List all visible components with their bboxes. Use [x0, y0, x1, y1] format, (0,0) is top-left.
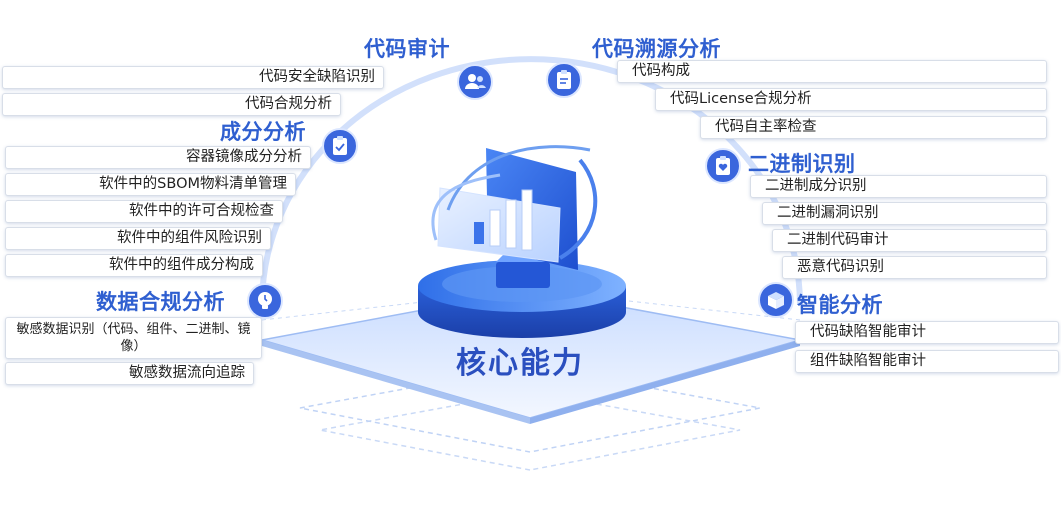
audit-item-2: 代码合规分析 [2, 93, 341, 116]
group-title-code-trace: 代码溯源分析 [592, 37, 721, 61]
composition-item-2: 软件中的SBOM物料清单管理 [5, 173, 296, 196]
core-capability-label: 核心能力 [456, 346, 584, 381]
clipboard-heart-icon [705, 148, 741, 184]
group-title-composition: 成分分析 [220, 120, 306, 144]
trace-item-2: 代码License合规分析 [655, 88, 1047, 111]
clipboard-check-icon [322, 128, 358, 164]
audit-item-1: 代码安全缺陷识别 [2, 66, 384, 89]
data-item-2: 敏感数据流向追踪 [5, 362, 254, 385]
ai-item-1: 代码缺陷智能审计 [795, 321, 1059, 344]
group-title-code-audit: 代码审计 [364, 37, 450, 61]
group-title-ai: 智能分析 [797, 293, 883, 317]
trace-item-3: 代码自主率检查 [700, 116, 1047, 139]
binary-item-3: 二进制代码审计 [772, 229, 1047, 252]
binary-item-4: 恶意代码识别 [782, 256, 1047, 279]
trace-item-1: 代码构成 [617, 60, 1047, 83]
data-item-1: 敏感数据识别（代码、组件、二进制、镜像） [5, 317, 262, 359]
binary-item-1: 二进制成分识别 [750, 175, 1047, 198]
clipboard-icon [546, 62, 582, 98]
box-icon [758, 282, 794, 318]
composition-item-5: 软件中的组件成分构成 [5, 254, 263, 277]
lightbulb-icon [247, 283, 283, 319]
group-title-binary: 二进制识别 [748, 152, 856, 176]
platform [261, 289, 801, 471]
pedestal [418, 252, 626, 338]
composition-item-4: 软件中的组件风险识别 [5, 227, 271, 250]
composition-item-3: 软件中的许可合规检查 [5, 200, 283, 223]
ai-item-2: 组件缺陷智能审计 [795, 350, 1059, 373]
composition-item-1: 容器镜像成分分析 [5, 146, 311, 169]
monitor-illustration [431, 145, 598, 270]
group-title-data-compliance: 数据合规分析 [96, 290, 225, 314]
users-icon [457, 64, 493, 100]
binary-item-2: 二进制漏洞识别 [762, 202, 1047, 225]
